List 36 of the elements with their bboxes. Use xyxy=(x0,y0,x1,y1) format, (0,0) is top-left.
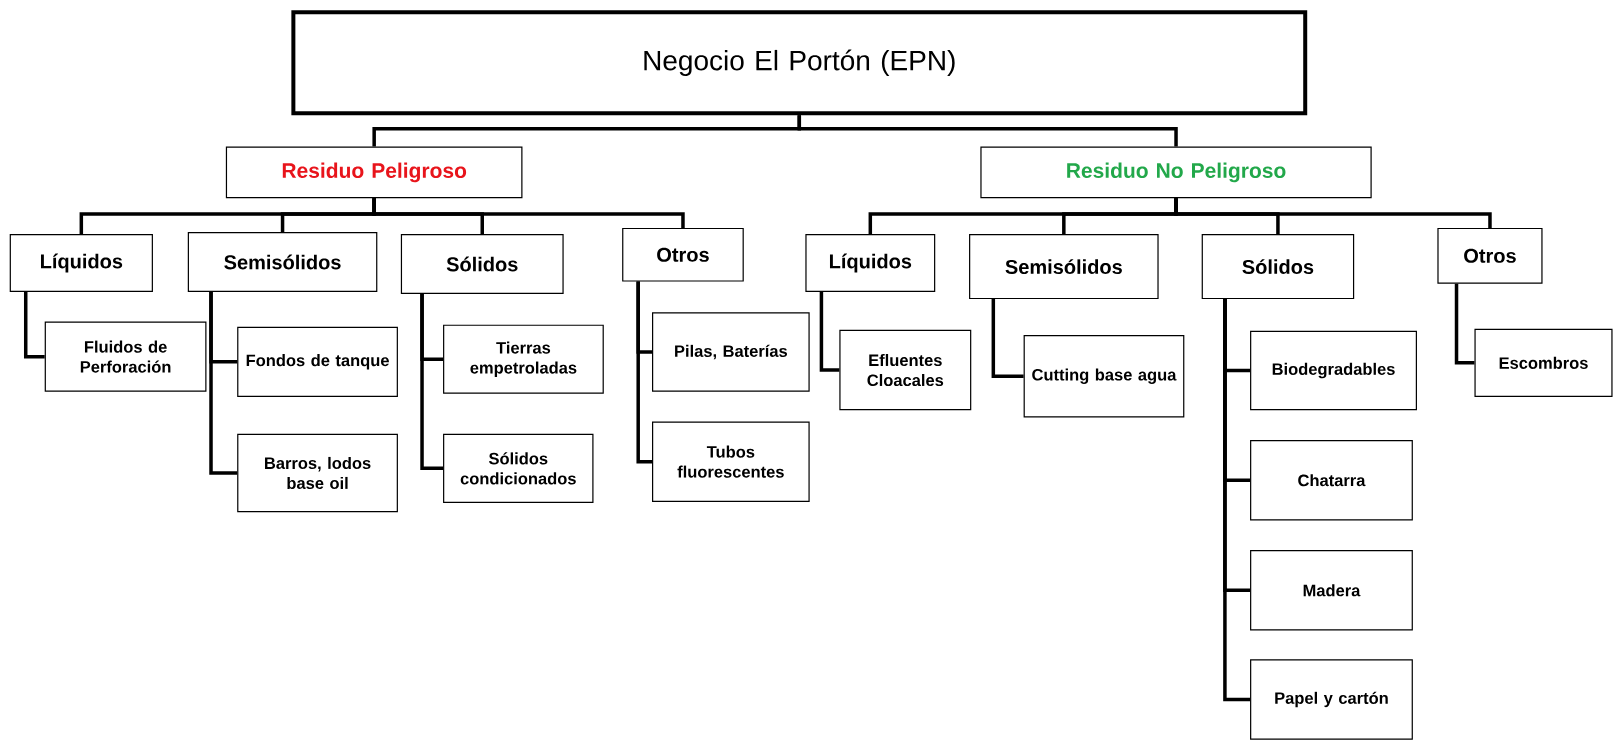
connector-line xyxy=(636,281,652,464)
item-box: Chatarra xyxy=(1250,439,1413,521)
class-box: Líquidos xyxy=(9,234,153,292)
connector-line xyxy=(24,291,45,359)
connector-line xyxy=(372,198,685,228)
class-box: Otros xyxy=(622,227,744,282)
item-box: Sólidos condicionados xyxy=(443,433,594,503)
category-box: Residuo No Peligroso xyxy=(980,146,1372,199)
class-box: Semisólidos xyxy=(187,232,378,292)
connector-line xyxy=(797,115,1178,147)
item-box: Pilas, Baterías xyxy=(652,312,810,392)
class-box: Sólidos xyxy=(400,234,564,294)
item-box: Barros, lodos base oil xyxy=(237,433,398,513)
class-box: Otros xyxy=(1437,227,1543,284)
item-box: Tierras empetroladas xyxy=(443,324,604,394)
item-box: Cutting base agua xyxy=(1023,334,1185,418)
class-box: Semisólidos xyxy=(969,234,1159,300)
connector-line xyxy=(209,291,238,475)
item-box: Papel y cartón xyxy=(1250,659,1413,740)
item-box: Tubos fluorescentes xyxy=(652,421,810,502)
item-box: Escombros xyxy=(1474,328,1613,397)
item-box: Fondos de tanque xyxy=(237,326,398,397)
connector-line xyxy=(991,299,1024,378)
connector-line xyxy=(1223,299,1251,702)
item-box: Biodegradables xyxy=(1250,330,1417,411)
connector-line xyxy=(1174,198,1492,228)
class-box: Líquidos xyxy=(805,234,936,292)
connector-line xyxy=(819,291,840,372)
class-box: Sólidos xyxy=(1201,234,1355,300)
item-box: Efluentes Cloacales xyxy=(839,329,972,411)
connector-line xyxy=(1454,283,1475,365)
item-box: Madera xyxy=(1250,550,1413,631)
item-box: Fluidos de Perforación xyxy=(44,321,207,392)
category-box: Residuo Peligroso xyxy=(225,146,523,199)
connector-line xyxy=(420,293,444,471)
title-box: Negocio El Portón (EPN) xyxy=(291,10,1308,116)
